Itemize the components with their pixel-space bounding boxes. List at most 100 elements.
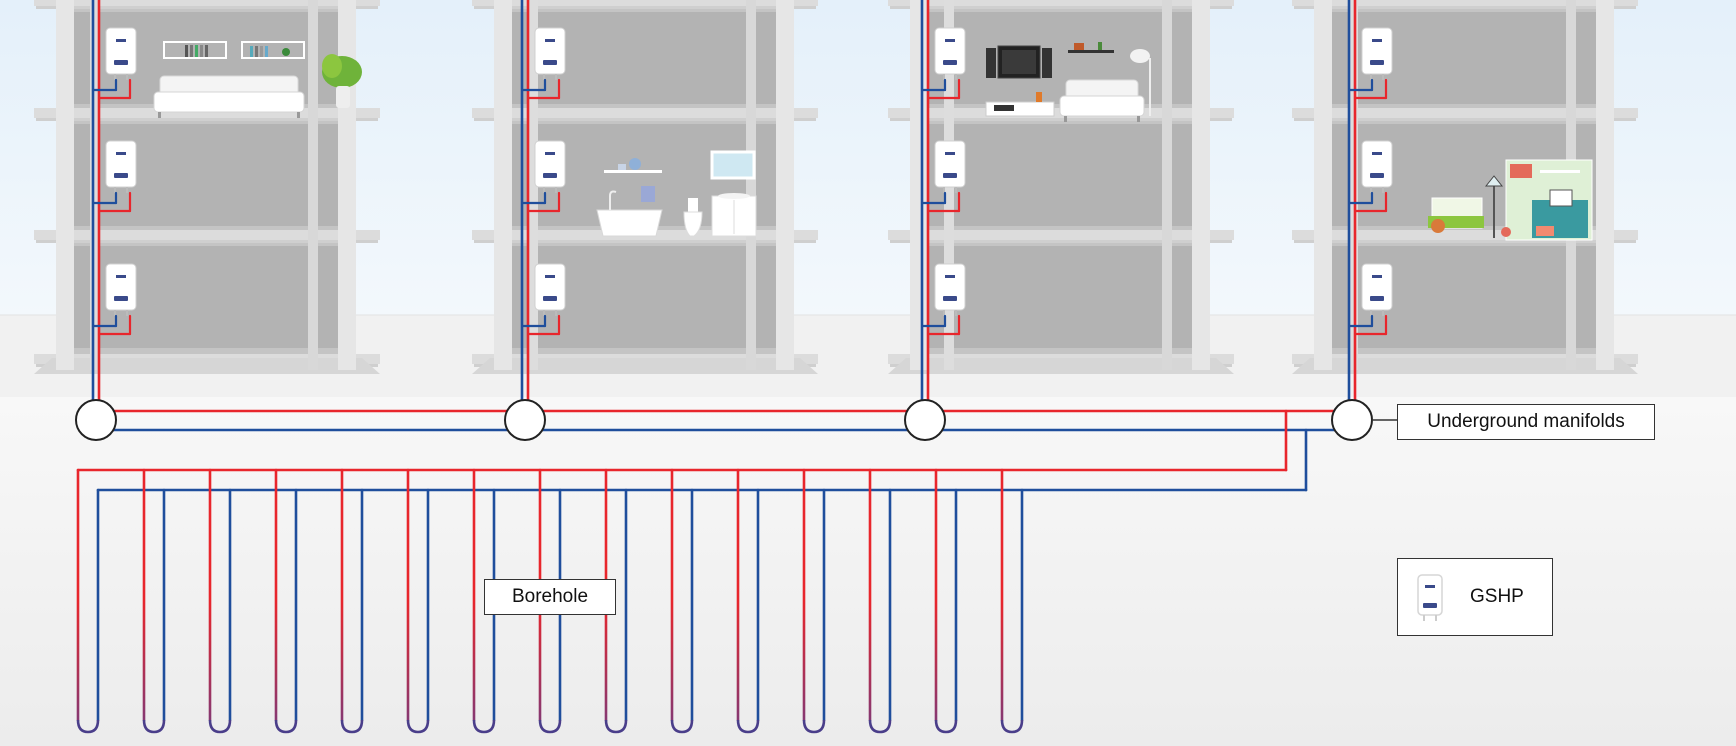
borehole-loop [76,468,100,734]
sofa-leg [297,112,300,118]
gshp-unit [1361,27,1393,80]
manifold-1 [75,399,117,441]
lamp-small [1036,92,1042,102]
manifold-pipes [76,409,1354,492]
floor-slab [34,108,380,118]
borehole-u-bend [406,719,430,734]
column-inner [528,0,538,370]
legend: GSHP [1397,558,1553,636]
slab-shadow [1294,118,1636,121]
gshp-body [105,263,137,311]
column [910,0,928,370]
gshp-unit [105,140,137,193]
gshp-body [534,27,566,75]
toy-bear [1510,164,1532,178]
borehole-loop [142,468,166,734]
manifold-4 [1331,399,1373,441]
book [265,46,268,57]
column-inner [90,0,100,370]
book [185,45,188,57]
borehole-u-bend [274,719,298,734]
gshp-display [116,39,126,42]
borehole-u-bend [934,719,958,734]
gshp-panel [943,296,957,301]
borehole-loop [208,468,232,734]
slab-shadow [474,240,816,243]
borehole-loop [406,468,430,734]
floor-slab [472,108,818,118]
decor [1074,43,1084,50]
borehole-u-bend [538,719,562,734]
living-room-furniture [153,41,362,118]
building-base [1292,358,1638,374]
plant-pot [336,86,350,108]
slab-shadow [474,118,816,121]
borehole-loop [868,468,892,734]
gshp-panel [1370,60,1384,65]
column-inner [1348,0,1358,370]
gshp-display [116,275,126,278]
floor-slab [1292,230,1638,240]
borehole-u-bend [1000,719,1024,734]
speaker [1042,48,1052,78]
gshp-unit [934,263,966,316]
gshp-panel [543,173,557,178]
floor-slab [472,0,818,6]
gshp-unit [534,140,566,193]
column-inner [1162,0,1172,370]
slab-shadow [36,6,378,9]
borehole-loop [274,468,298,734]
toy-ball [1501,227,1511,237]
bath-bottle [618,164,626,170]
gshp-unit [105,27,137,80]
book [255,46,258,57]
column [338,0,356,370]
wall-shelf [241,41,305,59]
borehole-u-bend [604,719,628,734]
shelf [1540,170,1580,173]
gshp-display [945,152,955,155]
gshp-unit [534,263,566,316]
borehole-u-bend [142,719,166,734]
computer [1549,189,1573,207]
book [195,45,198,57]
floor-slab [888,0,1234,6]
borehole-u-bend [868,719,892,734]
borehole-loop [934,468,958,734]
book [190,45,193,57]
building-1-pumps [91,27,137,336]
building-3 [888,0,1234,374]
slab-shadow [1294,6,1636,9]
gshp-display [1372,275,1382,278]
bathtub [596,209,663,237]
floor-slab [34,0,380,6]
gshp-panel [1370,296,1384,301]
gshp-unit [534,27,566,80]
toilet-tank [688,198,698,212]
building-base [472,358,818,374]
toy-box [1536,226,1554,236]
floor-slab [1292,108,1638,118]
borehole-u-bend [670,719,694,734]
column [56,0,74,370]
slab-shadow [474,6,816,9]
room-empty [918,246,1204,348]
borehole-loop [670,468,694,734]
gshp-panel [943,60,957,65]
gshp-panel [543,60,557,65]
column [1596,0,1614,370]
gshp-panel [114,296,128,301]
floor-slab [34,230,380,240]
gshp-unit [934,27,966,80]
floor-slab [1292,0,1638,6]
sofa-leg [1064,116,1067,122]
sofa-seat [1059,95,1145,117]
gshp-body [105,140,137,188]
column-inner [746,0,756,370]
gshp-display [945,39,955,42]
gshp-display [1372,152,1382,155]
gshp-unit [1361,263,1393,316]
gshp-body [934,263,966,311]
column [776,0,794,370]
